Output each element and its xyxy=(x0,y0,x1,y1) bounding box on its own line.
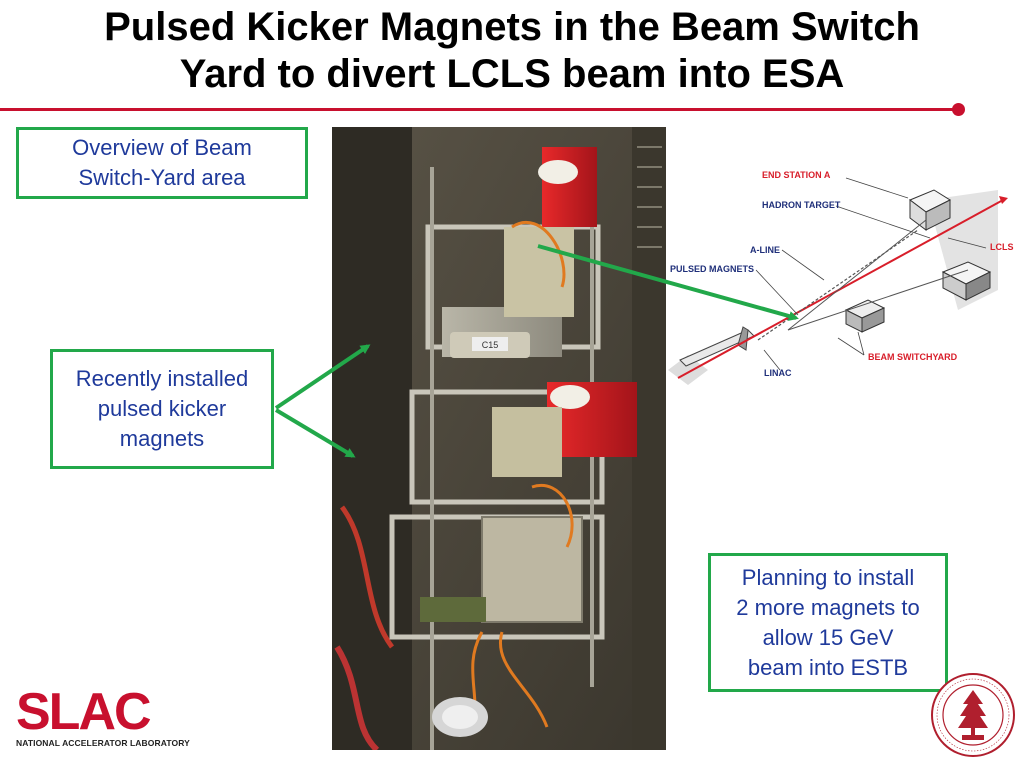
callout-overview: Overview of Beam Switch-Yard area xyxy=(16,127,308,199)
switchyard-building xyxy=(844,299,886,333)
lcls-beamline xyxy=(677,199,1004,379)
callout-installed-line: Recently installed xyxy=(75,366,249,391)
stanford-seal xyxy=(931,673,1015,757)
slide-title: Pulsed Kicker Magnets in the Beam Switch… xyxy=(20,4,1004,98)
beam-switchyard-photo: C15 xyxy=(332,127,666,750)
label-hadron-target: HADRON TARGET xyxy=(762,200,841,210)
arrow-to-diagram xyxy=(537,244,799,321)
title-line-2: Yard to divert LCLS beam into ESA xyxy=(179,52,845,96)
label-pulsed-magnets: PULSED MAGNETS xyxy=(670,264,754,274)
callout-installed-line: pulsed kicker xyxy=(97,396,227,421)
callout-planning-line: 2 more magnets to xyxy=(736,594,920,620)
callout-planning-line: beam into ESTB xyxy=(747,654,909,680)
title-divider xyxy=(0,108,958,111)
callout-overview-line: Overview of Beam xyxy=(72,135,252,160)
divider-dot xyxy=(952,103,965,116)
hadron-building xyxy=(941,261,992,301)
callout-installed-line: magnets xyxy=(119,426,205,451)
magnet-tag xyxy=(472,337,508,351)
label-end-station: END STATION A xyxy=(762,170,831,180)
photo-illustration: C15 xyxy=(332,127,666,750)
end-station-building xyxy=(909,189,952,231)
callout-planning-line: Planning to install xyxy=(741,564,915,590)
title-line-1: Pulsed Kicker Magnets in the Beam Switch xyxy=(104,5,920,49)
label-linac: LINAC xyxy=(764,368,792,378)
slac-logo-subtitle: NATIONAL ACCELERATOR LABORATORY xyxy=(16,738,190,748)
callout-planning-line: allow 15 GeV xyxy=(762,624,894,650)
arrow-to-magnet-lower xyxy=(274,408,356,458)
label-a-line: A-LINE xyxy=(750,245,780,255)
callout-overview-line: Switch-Yard area xyxy=(78,165,246,190)
magnet-tag-text: C15 xyxy=(482,340,499,350)
callout-installed: Recently installed pulsed kicker magnets xyxy=(50,349,274,469)
label-lcls: LCLS xyxy=(990,242,1014,252)
callout-planning: Planning to install 2 more magnets to al… xyxy=(708,553,948,692)
slac-logo-mark: SLAC xyxy=(16,683,152,741)
arrow-to-magnet-upper xyxy=(274,344,371,410)
switchyard-diagram: END STATION A HADRON TARGET A-LINE PULSE… xyxy=(668,170,1014,385)
label-beam-switchyard: BEAM SWITCHYARD xyxy=(868,352,958,362)
slac-logo: SLAC NATIONAL ACCELERATOR LABORATORY xyxy=(16,684,191,754)
